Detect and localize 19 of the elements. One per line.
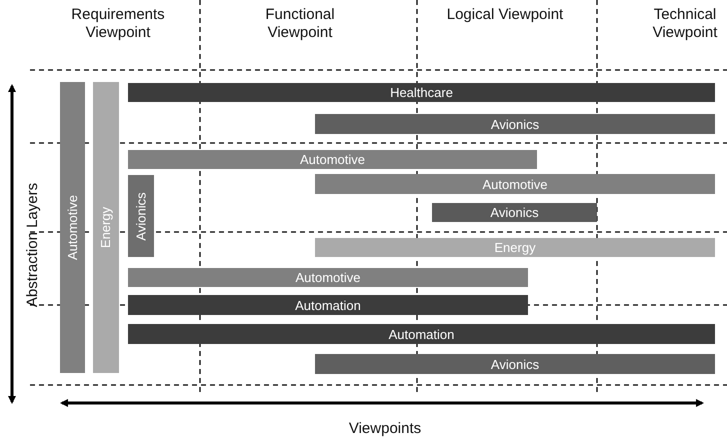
domain-bar: Automotive xyxy=(315,174,715,194)
domain-bar: Avionics xyxy=(128,175,154,257)
axis-label: Viewpoints xyxy=(348,420,422,438)
column-header: Technical Viewpoint xyxy=(652,6,718,42)
domain-bar: Automotive xyxy=(128,268,528,287)
domain-bar: Avionics xyxy=(432,203,597,222)
domain-bar: Avionics xyxy=(315,114,715,134)
column-header: Logical Viewpoint xyxy=(446,6,564,24)
domain-bar: Energy xyxy=(315,238,715,257)
domain-bar: Automotive xyxy=(60,82,85,373)
domain-bar: Energy xyxy=(93,82,119,373)
column-header: Requirements Viewpoint xyxy=(70,6,166,42)
axis-label: Abstraction Layers xyxy=(24,182,42,310)
domain-bar: Automotive xyxy=(128,150,537,169)
domain-bar: Avionics xyxy=(315,354,715,374)
domain-bar: Automation xyxy=(128,324,715,344)
column-header: Functional Viewpoint xyxy=(264,6,336,42)
domain-bar: Automation xyxy=(128,295,528,315)
domain-bar: Healthcare xyxy=(128,83,715,102)
